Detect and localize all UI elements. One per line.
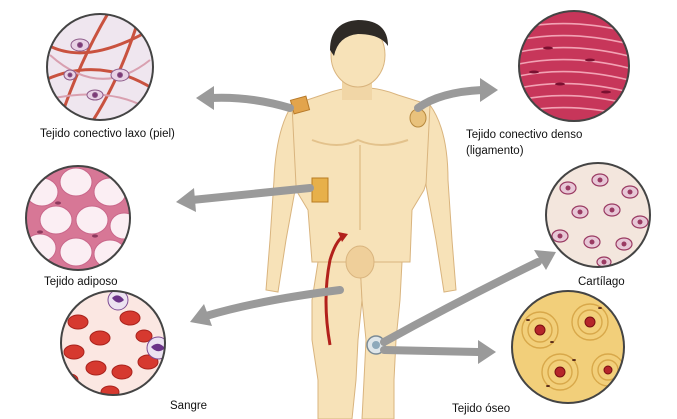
right-arm bbox=[426, 105, 456, 292]
arrow-bone bbox=[384, 350, 478, 352]
left-arm bbox=[266, 105, 296, 292]
label-blood: Sangre bbox=[170, 399, 207, 414]
label-cartilage: Cartílago bbox=[578, 275, 625, 290]
knee-cartilage bbox=[372, 341, 380, 349]
label-adipose-tissue: Tejido adiposo bbox=[44, 275, 118, 290]
label-bone-tissue: Tejido óseo bbox=[452, 402, 510, 417]
arrow-head-adipose bbox=[176, 188, 196, 212]
arrow-head-loose bbox=[196, 86, 214, 110]
human-figure bbox=[266, 20, 456, 419]
label-loose-connective-tissue: Tejido conectivo laxo (piel) bbox=[40, 127, 175, 142]
left-leg bbox=[312, 262, 362, 419]
groin bbox=[346, 246, 374, 278]
adipose-tissue-image bbox=[24, 166, 138, 270]
arrow-loose bbox=[210, 98, 290, 108]
adipose-patch bbox=[312, 178, 328, 202]
blood-image bbox=[61, 290, 169, 398]
bone-tissue-image bbox=[512, 291, 624, 403]
cartilage-image bbox=[546, 163, 650, 267]
dense-connective-tissue-image bbox=[510, 11, 640, 121]
arrow-dense bbox=[418, 90, 482, 108]
loose-connective-tissue-image bbox=[40, 10, 155, 125]
label-ligament: (ligamento) bbox=[466, 144, 524, 159]
arrow-head-dense bbox=[480, 78, 498, 102]
arrow-head-bone bbox=[478, 340, 496, 364]
label-dense-connective-tissue: Tejido conectivo denso bbox=[466, 128, 582, 143]
